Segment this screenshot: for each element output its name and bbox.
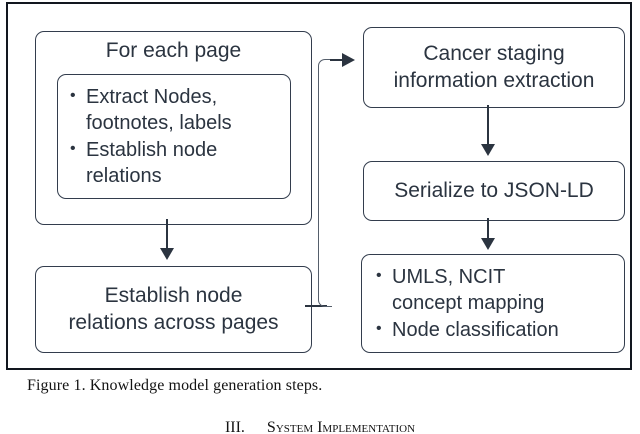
figure-caption: Figure 1. Knowledge model generation ste… [27, 377, 323, 394]
arrow-head-serialize-to-umls [481, 238, 495, 250]
extract-nodes-bullet-list: Extract Nodes, footnotes, labels Establi… [68, 84, 284, 190]
figure-frame: For each page Extract Nodes, footnotes, … [6, 2, 632, 370]
serialize-line-1: Serialize to JSON-LD [394, 178, 594, 202]
process-box-cancer-staging-information-extraction: Cancer staging information extraction [363, 27, 625, 108]
cancer-staging-line-1: Cancer staging [423, 42, 565, 66]
process-box-establish-node-relations-across-pages: Establish node relations across pages [35, 266, 312, 353]
list-item: Node classification [374, 317, 620, 343]
umls-bullet-list: UMLS, NCIT concept mapping Node classifi… [374, 264, 620, 344]
connector-line-cancer-to-serialize [487, 105, 489, 147]
list-item: UMLS, NCIT concept mapping [374, 264, 620, 316]
process-box-serialize-to-json-ld: Serialize to JSON-LD [363, 161, 625, 221]
section-title: System Implementation [266, 419, 416, 434]
connector-line-left-down [166, 219, 168, 251]
establish-across-line-1: Establish node [104, 284, 243, 308]
process-box-extract-nodes: Extract Nodes, footnotes, labels Establi… [57, 74, 291, 199]
establish-across-line-2: relations across pages [68, 310, 279, 334]
connector-line-serialize-to-umls [487, 218, 489, 241]
connector-loop-horizontal-bottom [305, 305, 327, 307]
connector-loop-riser [318, 59, 332, 307]
arrow-head-loop-into-cancer-staging [342, 53, 355, 67]
cancer-staging-line-2: information extraction [393, 68, 595, 92]
list-item: Establish node relations [68, 137, 284, 189]
process-box-umls-ncit-concept-mapping: UMLS, NCIT concept mapping Node classifi… [361, 254, 625, 353]
arrow-head-cancer-to-serialize [481, 144, 495, 156]
section-heading: III. System Implementation [0, 419, 640, 434]
process-box-for-each-page: For each page Extract Nodes, footnotes, … [35, 31, 312, 225]
connector-loop-horizontal-top [330, 59, 344, 61]
list-item: Extract Nodes, footnotes, labels [68, 84, 284, 136]
section-number: III. [224, 419, 245, 434]
arrow-head-left-down [160, 248, 174, 260]
for-each-page-title: For each page [105, 39, 242, 62]
